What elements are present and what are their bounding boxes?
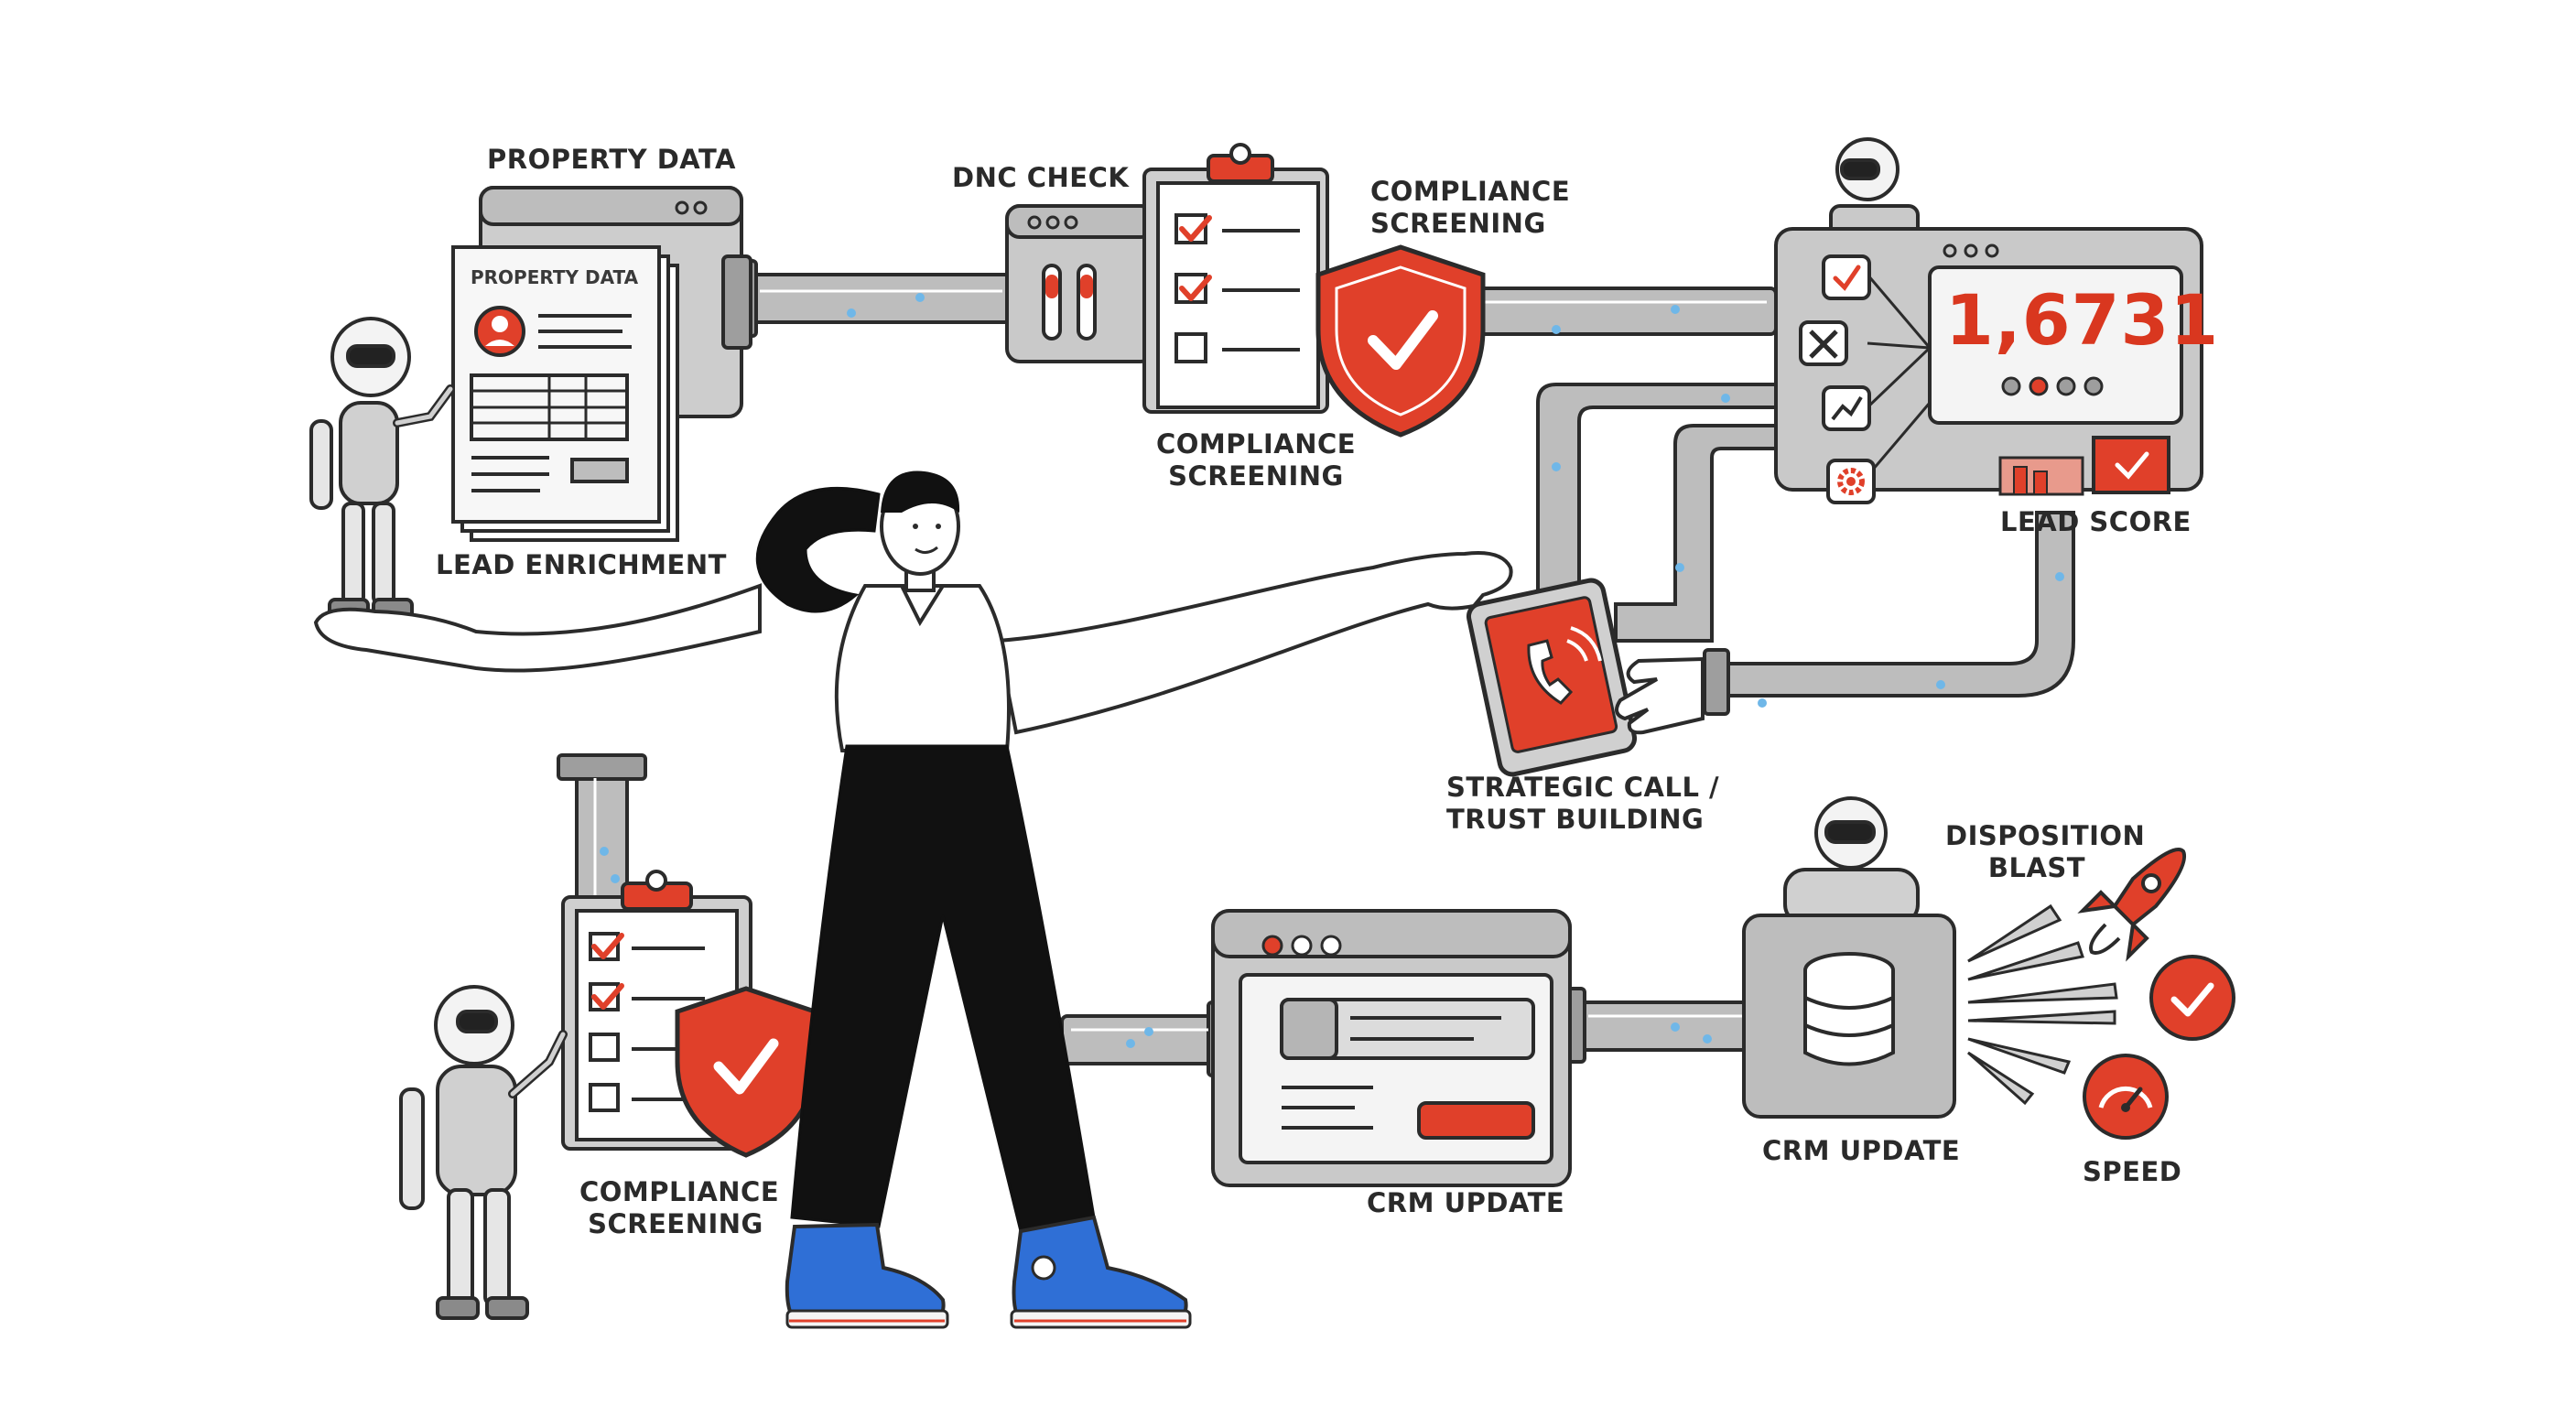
dnc-check-label: DNC CHECK — [952, 162, 1130, 193]
shield-check-icon — [1315, 244, 1486, 438]
rocket-icon — [2077, 848, 2187, 962]
clipboard-icon — [561, 870, 752, 1151]
clipboard-icon — [1142, 143, 1329, 414]
document-icon — [451, 245, 679, 542]
database-icon — [1742, 914, 1956, 1119]
crm-update-window — [1211, 909, 1572, 1187]
crm-update-label-right: CRM UPDATE — [1762, 1135, 1961, 1166]
robot-icon — [1783, 796, 1920, 926]
person-figure — [313, 470, 1513, 1329]
check-circle-icon — [2149, 955, 2235, 1041]
pipe-highlights — [593, 289, 1767, 1032]
tablet-phone-icon — [1466, 578, 1638, 777]
property-data-label: PROPERTY DATA — [487, 144, 736, 175]
strategic-call-label: STRATEGIC CALL /TRUST BUILDING — [1446, 772, 1720, 835]
property-data-doc-title: PROPERTY DATA — [471, 266, 639, 288]
lead-score-panel — [1774, 227, 2203, 504]
robot-icon — [399, 985, 568, 1320]
lead-enrichment-label: LEAD ENRICHMENT — [436, 549, 727, 580]
speedometer-icon — [2083, 1054, 2169, 1140]
robot-icon — [309, 317, 455, 622]
hand-icon — [1615, 656, 1705, 735]
speed-label: SPEED — [2083, 1156, 2182, 1187]
blast-rays — [1967, 903, 2118, 1106]
dnc-check-device — [1005, 204, 1155, 363]
crm-update-label-center: CRM UPDATE — [1367, 1187, 1565, 1218]
lead-score-value: 1,6731 — [1945, 279, 2220, 361]
lead-score-label: LEAD SCORE — [2000, 506, 2192, 537]
check-icon — [1822, 254, 1871, 300]
